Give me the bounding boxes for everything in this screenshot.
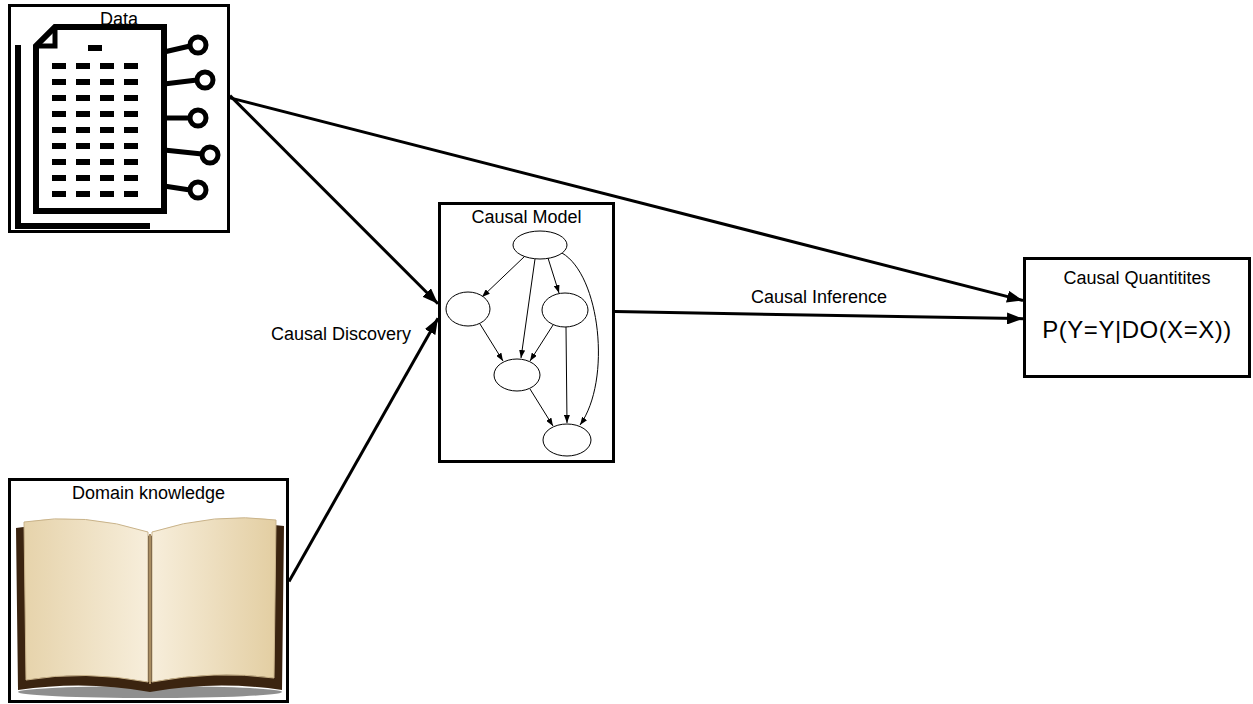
document-lines <box>52 48 148 194</box>
document-line <box>52 143 148 149</box>
document-line <box>52 159 148 165</box>
circuit-pad <box>190 37 206 53</box>
graph-node <box>513 231 567 259</box>
document-line <box>52 175 148 181</box>
graph-edges <box>480 253 598 426</box>
graph-edge <box>548 258 559 293</box>
document-line <box>52 95 148 101</box>
graph-edge <box>482 256 525 297</box>
graph-edge <box>521 259 535 358</box>
circuit-trace <box>164 46 190 52</box>
box-title: Data <box>100 9 138 30</box>
model-box: Causal Model <box>438 202 615 463</box>
edge-label: Causal Inference <box>748 286 890 308</box>
document-fold <box>36 27 55 46</box>
box-title: Domain knowledge <box>72 483 225 504</box>
flow-arrow <box>230 98 1023 301</box>
circuit-pad <box>202 147 218 163</box>
result-box: Causal QuantititesP(Y=Y|DO(X=X)) <box>1023 257 1251 378</box>
graph-edge <box>530 389 553 426</box>
flow-arrow <box>289 318 438 581</box>
connectors <box>230 96 1023 582</box>
graph-node <box>542 293 588 327</box>
graph-nodes <box>446 231 591 456</box>
book-gutter <box>149 534 151 684</box>
circuit-trace <box>164 116 190 121</box>
graph-edge <box>530 325 553 361</box>
knowledge-box: Domain knowledge <box>8 478 289 703</box>
document-line <box>52 63 148 69</box>
document-line <box>52 127 148 133</box>
document-line <box>88 45 112 51</box>
flow-arrow <box>230 96 438 304</box>
book-page <box>24 519 148 682</box>
circuit-trace <box>164 186 190 190</box>
circuit-pad <box>190 110 206 126</box>
circuit-pad <box>190 182 206 198</box>
flow-arrow <box>615 312 1023 319</box>
process-label: Causal Discovery <box>268 323 414 345</box>
source-box: Data <box>8 4 230 233</box>
document-front <box>36 27 164 211</box>
graph-node <box>446 292 490 326</box>
formula-text: P(Y=Y|DO(X=X)) <box>1042 315 1231 345</box>
circuit-trace <box>164 150 202 154</box>
box-title: Causal Model <box>471 207 581 228</box>
circuit-pad <box>197 72 213 88</box>
document-line <box>52 111 148 117</box>
graph-edge <box>480 324 503 361</box>
circuit-trace <box>164 80 197 84</box>
graph-edge <box>562 253 598 425</box>
circuit-pads <box>190 37 218 198</box>
graph-node <box>543 424 591 456</box>
document-line <box>52 79 148 85</box>
graph-node <box>494 359 540 391</box>
book-page <box>152 518 276 682</box>
document-line <box>52 191 148 197</box>
graph-edge <box>566 327 567 423</box>
box-title: Causal Quantitites <box>1063 268 1210 289</box>
